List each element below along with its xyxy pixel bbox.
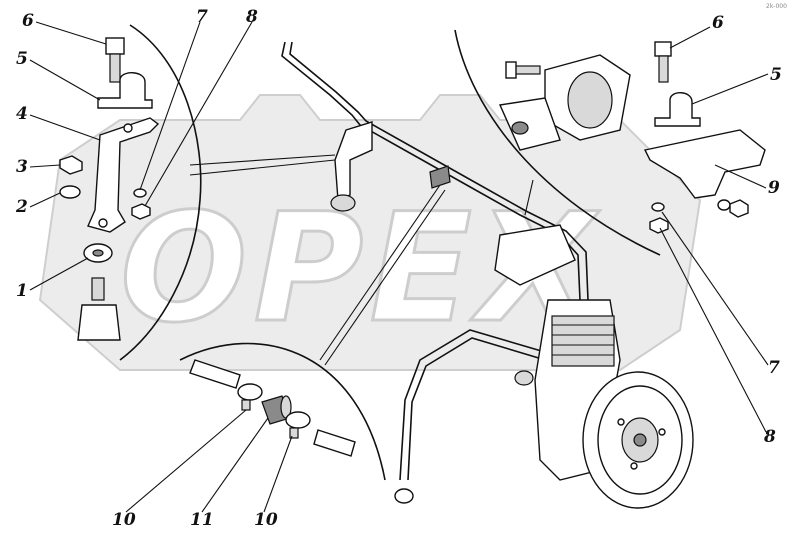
nut-8-top (131, 203, 151, 220)
callout-10-left: 10 (112, 510, 136, 530)
callout-labels: 6 5 4 3 2 1 7 8 6 5 9 7 8 10 11 10 (15, 7, 782, 530)
callout-leaders (29, 21, 769, 513)
bolt-right (654, 41, 672, 83)
spacer (83, 243, 113, 263)
bracket-right (643, 129, 766, 199)
washer-7-right (651, 202, 665, 212)
washer-left (59, 185, 81, 199)
nut-right-pair (729, 199, 749, 218)
callout-8-right: 8 (763, 427, 776, 447)
air-compressor (494, 224, 621, 481)
callout-3: 3 (16, 157, 28, 177)
pulley (582, 371, 694, 509)
clamp-left (97, 72, 153, 109)
hose-clamp-right (285, 411, 311, 439)
clamp-right (654, 92, 701, 127)
head-bolt (505, 61, 541, 79)
hose-lower (313, 429, 356, 457)
callout-10-right: 10 (254, 510, 278, 530)
nut-8-right (649, 217, 669, 234)
washer-right-pair (717, 199, 731, 211)
callout-1: 1 (16, 281, 28, 301)
connector-sleeve (261, 395, 292, 425)
hose-upper (189, 359, 241, 389)
callout-6-right: 6 (712, 13, 724, 33)
lower-detail-parts (189, 359, 356, 457)
pipe-assembly (281, 41, 589, 504)
callout-2: 2 (15, 197, 28, 217)
washer-7-top (133, 188, 147, 198)
corner-note: 2k-000 (766, 3, 787, 10)
nut-left (59, 155, 83, 175)
callout-5-right: 5 (770, 65, 782, 85)
hose-clamp-left (237, 383, 263, 411)
callout-8-top: 8 (245, 7, 258, 27)
detail-outlines (119, 24, 661, 481)
stud-mount (77, 277, 121, 341)
callout-11: 11 (190, 510, 214, 530)
bolt-left (105, 37, 125, 83)
bracket (87, 117, 160, 233)
callout-7-right: 7 (768, 358, 780, 378)
callout-6-left: 6 (22, 11, 34, 31)
callout-5-left: 5 (16, 49, 28, 69)
callout-4: 4 (16, 104, 28, 124)
group-leaders (189, 154, 534, 366)
right-detail-parts (498, 41, 766, 234)
callout-7-top: 7 (196, 7, 208, 27)
compressor-fins (552, 324, 614, 356)
left-detail-parts (59, 37, 160, 341)
callout-9: 9 (768, 178, 780, 198)
